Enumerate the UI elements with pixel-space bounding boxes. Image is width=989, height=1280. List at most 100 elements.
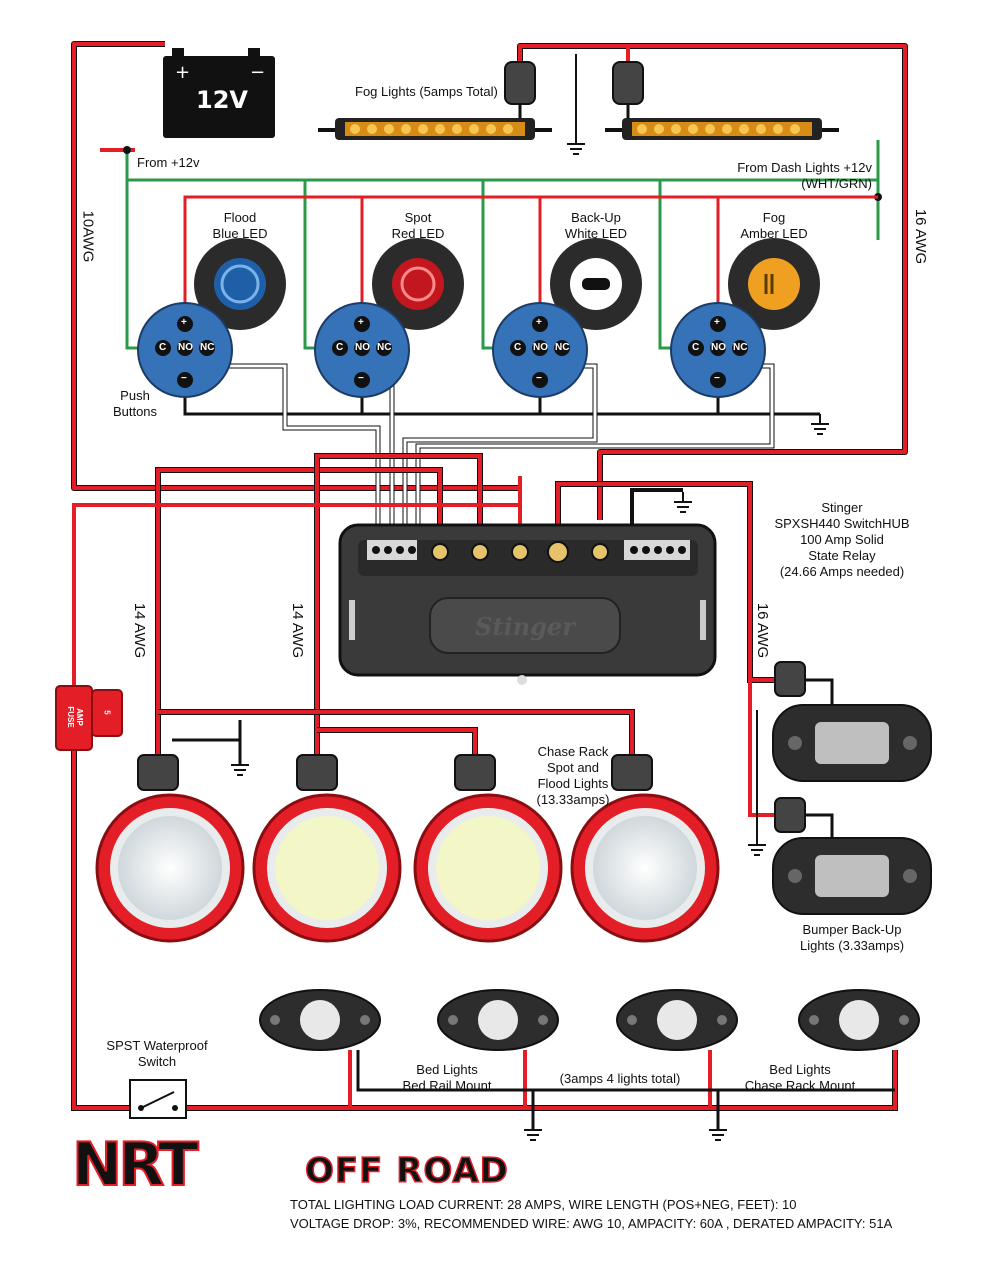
awg-chase1-label: 14 AWG xyxy=(131,602,149,659)
flood-led-name: Flood xyxy=(223,210,257,225)
nrt-logo: NRT OFF ROAD xyxy=(71,1129,509,1201)
chase-light-4 xyxy=(570,793,720,943)
backup-indicator-led xyxy=(550,238,642,330)
relay-line5: (24.66 Amps needed) xyxy=(779,564,905,579)
button-terminal-dots xyxy=(155,316,748,388)
btn3-plus: + xyxy=(536,317,542,328)
chase-rack-line4: (13.33amps) xyxy=(536,792,610,807)
spst-line2: Switch xyxy=(137,1054,177,1069)
push-buttons-line1: Push xyxy=(120,388,150,403)
svg-text:NRT: NRT xyxy=(72,1130,199,1200)
relay-studs xyxy=(431,541,609,563)
bed-chase-line1: Bed Lights xyxy=(769,1062,831,1077)
btn1-c: C xyxy=(159,342,167,353)
bed-light-4 xyxy=(798,989,920,1051)
from-12v-label: From +12v xyxy=(137,155,200,170)
awg-bumper-label: 16 AWG xyxy=(754,602,772,659)
flood-led-color: Blue LED xyxy=(212,226,268,241)
relay-screw-terminals xyxy=(372,546,686,554)
battery: + − xyxy=(163,48,275,138)
awg-chase2-label: 14 AWG xyxy=(289,602,307,659)
bumper-light-upper xyxy=(772,678,932,782)
spot-led-color: Red LED xyxy=(391,226,445,241)
spot-led-name: Spot xyxy=(404,210,432,225)
chase-light-2 xyxy=(252,793,402,943)
fuse-holder xyxy=(55,685,123,751)
awg-right-label: 16 AWG xyxy=(912,208,930,265)
chase-light-3 xyxy=(413,793,563,943)
svg-text:+: + xyxy=(175,62,190,83)
btn4-plus: + xyxy=(714,317,720,328)
chase-rack-wires xyxy=(158,709,635,765)
svg-text:−: − xyxy=(250,62,265,83)
from-dash-label: From Dash Lights +12v (WHT/GRN) xyxy=(728,160,872,192)
btn1-nc: NC xyxy=(200,342,215,353)
led-feed-wires xyxy=(183,195,878,320)
ground-symbols xyxy=(231,54,829,1141)
btn3-minus: − xyxy=(536,373,542,384)
flood-led-label: Flood Blue LED xyxy=(200,210,280,242)
push-buttons-line2: Buttons xyxy=(112,404,158,419)
fuse-line1: AMP xyxy=(75,708,84,726)
push-buttons-label: Push Buttons xyxy=(108,388,162,420)
bed-rail-label: Bed Lights Bed Rail Mount xyxy=(392,1062,502,1094)
bumper-connectors xyxy=(774,661,806,833)
btn1-minus: − xyxy=(181,373,187,384)
btn4-nc: NC xyxy=(733,342,748,353)
bumper-light-lower xyxy=(772,813,932,915)
btn2-minus: − xyxy=(358,373,364,384)
fog-led-name: Fog xyxy=(762,210,786,225)
flood-indicator-led xyxy=(194,238,286,330)
btn4-minus: − xyxy=(714,373,720,384)
btn4-no: NO xyxy=(711,342,726,353)
relay-line4: State Relay xyxy=(808,548,876,563)
bed-light-1 xyxy=(259,989,381,1051)
btn3-no: NO xyxy=(533,342,548,353)
fog-lights-label: Fog Lights (5amps Total) xyxy=(355,84,498,99)
relay-line1: Stinger xyxy=(821,500,863,515)
fog-led-label: Fog Amber LED xyxy=(734,210,814,242)
backup-led-label: Back-Up White LED xyxy=(556,210,636,242)
relay-line3: 100 Amp Solid xyxy=(800,532,884,547)
bumper-line2: Lights (3.33amps) xyxy=(799,938,905,953)
footer-line1: TOTAL LIGHTING LOAD CURRENT: 28 AMPS, WI… xyxy=(290,1197,797,1212)
relay-line2: SPXSH440 SwitchHUB xyxy=(774,516,910,531)
signal-wires xyxy=(200,363,775,545)
dash-stub xyxy=(123,140,882,240)
btn2-nc: NC xyxy=(377,342,392,353)
fuse-line2: FUSE xyxy=(66,706,75,728)
btn1-no: NO xyxy=(178,342,193,353)
btn2-plus: + xyxy=(358,317,364,328)
relay-label: Stinger SPXSH440 SwitchHUB 100 Amp Solid… xyxy=(752,500,932,580)
btn2-c: C xyxy=(336,342,344,353)
bumper-line1: Bumper Back-Up xyxy=(802,922,902,937)
svg-text:OFF ROAD: OFF ROAD xyxy=(305,1151,509,1191)
relay-logo: Stinger xyxy=(475,612,575,641)
btn3-nc: NC xyxy=(555,342,570,353)
relay-output-wires xyxy=(155,453,780,817)
from-dash-line2: (WHT/GRN) xyxy=(801,176,872,191)
bed-rail-line2: Bed Rail Mount xyxy=(402,1078,492,1093)
fuse-amp: 5 xyxy=(102,710,112,715)
bed-rail-line1: Bed Lights xyxy=(416,1062,478,1077)
main-power-wires xyxy=(71,41,908,520)
battery-label: 12V xyxy=(196,86,248,114)
chase-connectors xyxy=(137,754,653,791)
from-dash-line1: From Dash Lights +12v xyxy=(737,160,872,175)
bed-light-3 xyxy=(616,989,738,1051)
backup-led-color: White LED xyxy=(564,226,628,241)
bumper-label: Bumper Back-Up Lights (3.33amps) xyxy=(782,922,922,954)
spot-led-label: Spot Red LED xyxy=(378,210,458,242)
chase-light-1 xyxy=(95,793,245,943)
bed-total-label: (3amps 4 lights total) xyxy=(559,1071,681,1086)
fuse-text: AMP FUSE xyxy=(66,697,84,737)
bed-wires xyxy=(71,480,898,1130)
chase-rack-line3: Flood Lights xyxy=(537,776,609,791)
bed-chase-line2: Chase Rack Mount xyxy=(744,1078,856,1093)
spst-switch[interactable] xyxy=(129,1079,187,1119)
btn1-plus: + xyxy=(181,317,187,328)
spst-line1: SPST Waterproof xyxy=(106,1038,208,1053)
awg-left-label: 10AWG xyxy=(79,210,97,263)
